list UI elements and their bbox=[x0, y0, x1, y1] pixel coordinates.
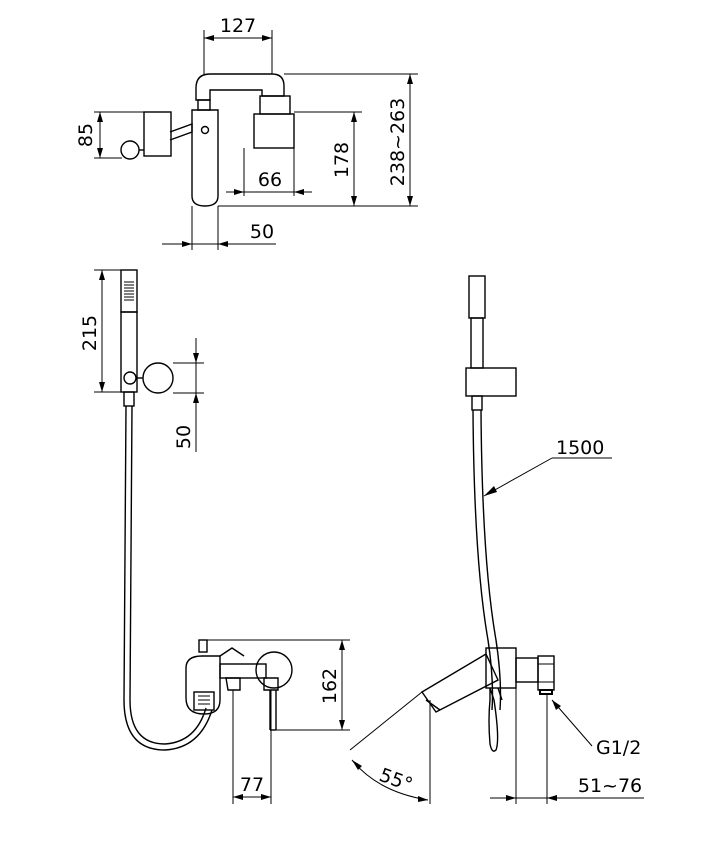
front-eccentric-right bbox=[263, 677, 279, 691]
dim-178-label: 178 bbox=[331, 142, 353, 178]
side-hose-right bbox=[480, 409, 502, 711]
thread-label: G1/2 bbox=[596, 737, 641, 759]
hose-length-label: 1500 bbox=[556, 437, 604, 459]
side-hose-left bbox=[472, 409, 494, 711]
top-lever bbox=[169, 123, 193, 141]
front-view: 215 50 162 77 bbox=[79, 269, 350, 804]
front-shower-cone bbox=[123, 391, 135, 407]
front-spout-outlet bbox=[193, 691, 215, 711]
front-hose-right bbox=[129, 405, 207, 745]
front-diverter-pin bbox=[198, 639, 208, 653]
front-spout-body bbox=[185, 655, 221, 715]
side-holder-block bbox=[465, 367, 517, 397]
top-cartridge-upper bbox=[259, 95, 291, 115]
side-spout bbox=[420, 653, 499, 713]
angle-ext-1 bbox=[349, 691, 423, 751]
side-thread-end bbox=[539, 689, 553, 695]
dim-127-label: 127 bbox=[220, 15, 256, 37]
side-mixer-neck bbox=[515, 657, 539, 683]
front-handle bbox=[255, 651, 293, 689]
dim-51-76-label: 51~76 bbox=[578, 775, 642, 797]
dim-162-label: 162 bbox=[319, 668, 341, 704]
side-lever bbox=[488, 687, 499, 752]
front-hose-left bbox=[123, 405, 213, 751]
top-cartridge-lower bbox=[253, 113, 295, 149]
dim-85-label: 85 bbox=[75, 123, 97, 147]
top-view: 127 85 178 238~263 66 50 bbox=[75, 15, 418, 250]
side-eccentric bbox=[537, 655, 555, 691]
front-top-cap bbox=[219, 647, 245, 657]
side-view: 1500 55° G1/2 51~76 bbox=[349, 275, 644, 804]
dim-215-label: 215 bbox=[79, 315, 101, 351]
top-main-body bbox=[191, 109, 219, 207]
top-handle-block bbox=[143, 111, 172, 157]
front-shower-handle bbox=[120, 311, 138, 393]
top-body-screw bbox=[200, 125, 210, 135]
dim-50-label: 50 bbox=[250, 221, 274, 243]
front-holder-knob bbox=[123, 371, 137, 385]
dim-77-label: 77 bbox=[240, 774, 264, 796]
front-mixer-bar bbox=[219, 663, 267, 679]
dim-66-label: 66 bbox=[258, 169, 282, 191]
side-shower-cone bbox=[471, 395, 483, 411]
angle-label: 55° bbox=[376, 764, 415, 796]
top-spout-arm bbox=[195, 73, 285, 101]
side-shower-handle bbox=[470, 317, 484, 369]
top-spout-connector bbox=[197, 99, 211, 111]
dim-50-holder-label: 50 bbox=[173, 425, 195, 449]
front-holder-disc bbox=[142, 362, 174, 394]
side-shower-head bbox=[468, 275, 486, 319]
top-knob bbox=[120, 140, 140, 160]
dim-238-263-label: 238~263 bbox=[387, 98, 409, 186]
front-eccentric-left bbox=[225, 677, 241, 691]
